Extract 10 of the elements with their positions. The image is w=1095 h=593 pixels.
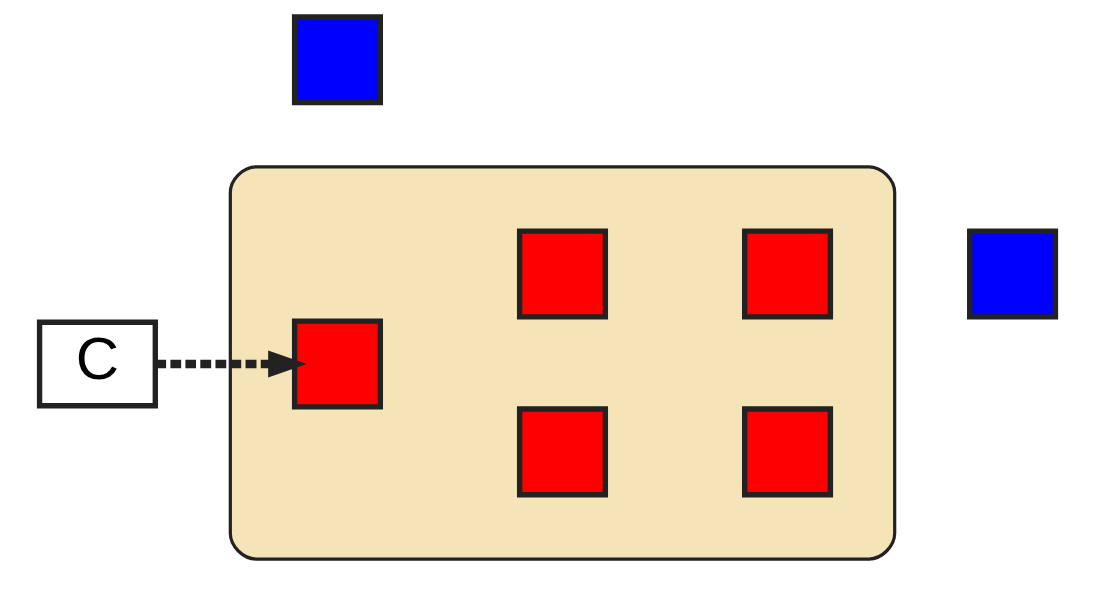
node-box [516, 406, 609, 498]
node-box [967, 228, 1059, 320]
node-box [291, 318, 383, 410]
arrow [155, 350, 307, 378]
node-box [516, 228, 609, 320]
node-box [742, 228, 834, 320]
node-box: C [36, 319, 158, 409]
node-box [291, 14, 383, 106]
node-box [742, 406, 834, 498]
cluster [228, 165, 897, 561]
